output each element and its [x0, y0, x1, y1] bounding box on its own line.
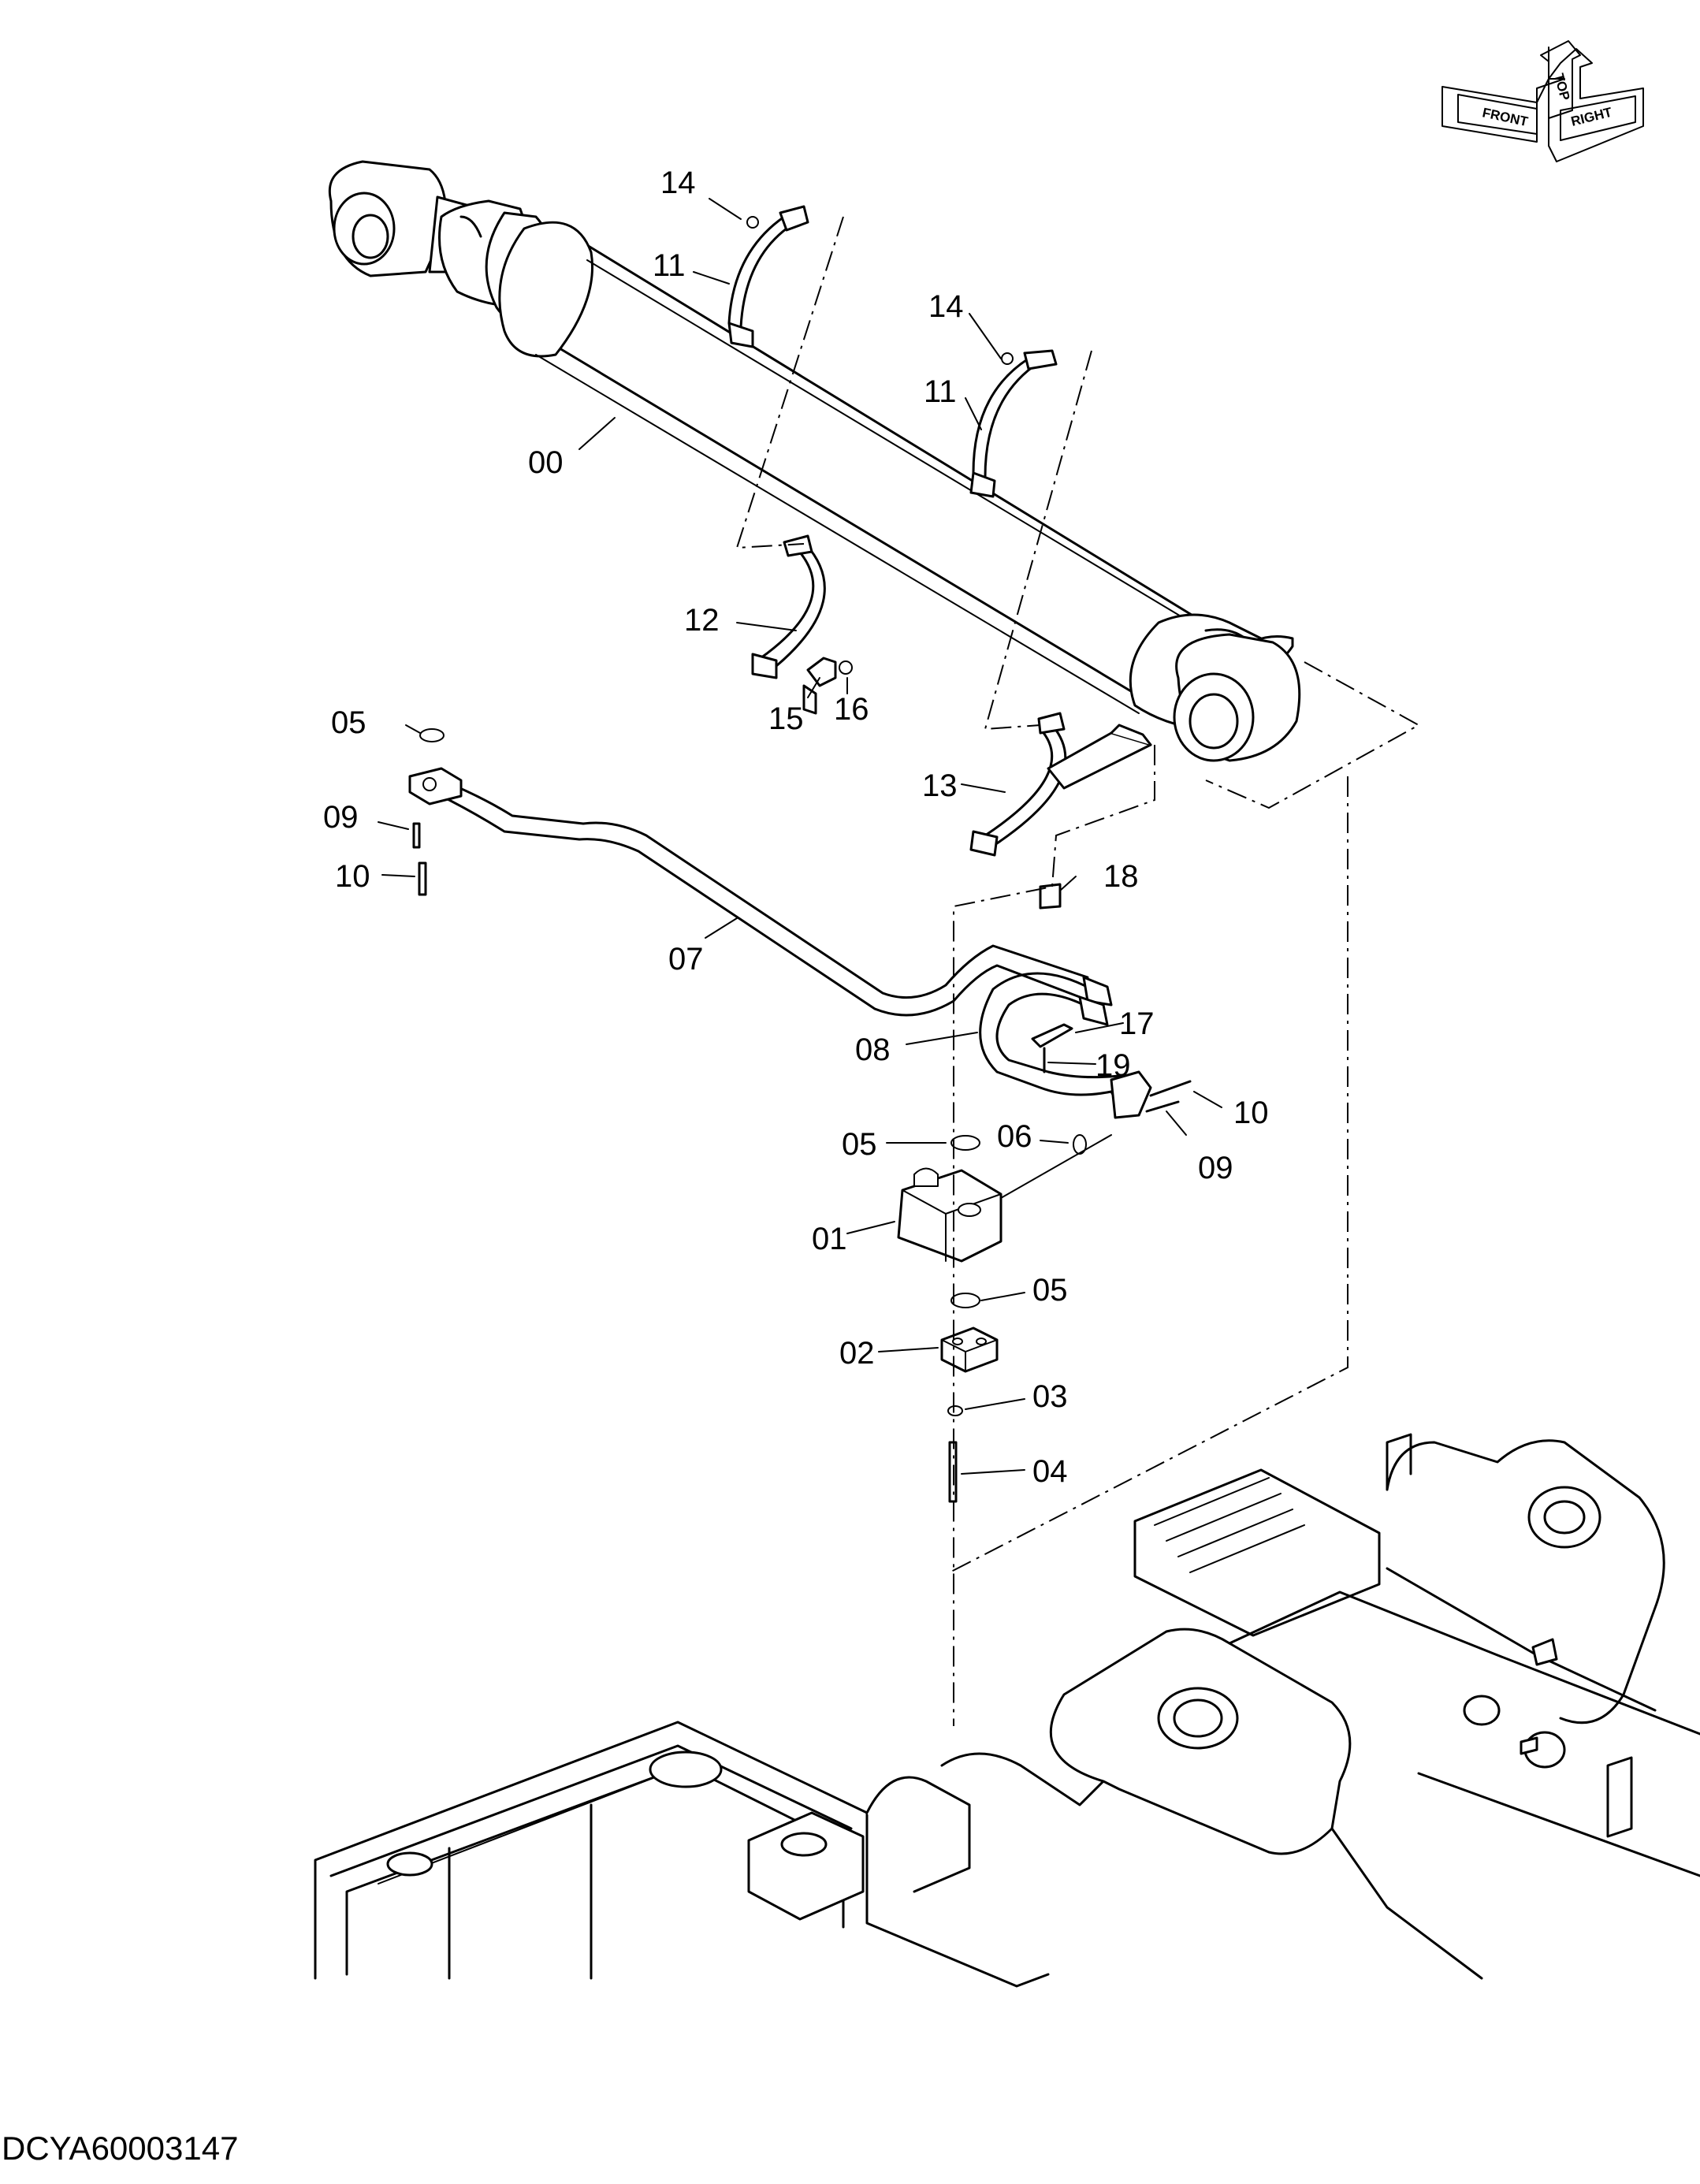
- callout-labels: 14 11 14 11 00 12 15 16 13 05 09 10 18 0…: [323, 166, 1269, 1489]
- document-code: DCYA60003147: [2, 2130, 239, 2167]
- bolt-part-10-right: [1149, 1080, 1192, 1097]
- washer-part-16: [839, 660, 853, 675]
- o-ring-part-05-middle: [950, 1135, 980, 1151]
- callout-05-top: 05: [331, 705, 366, 740]
- callout-06: 06: [997, 1119, 1032, 1154]
- callout-03: 03: [1032, 1379, 1068, 1414]
- callout-19: 19: [1096, 1048, 1131, 1083]
- assembly-guide-lines: [735, 216, 1421, 1726]
- callout-leader-lines: [378, 198, 1222, 1475]
- callout-10-right: 10: [1233, 1096, 1269, 1130]
- clamp-part-12: [751, 534, 826, 679]
- clamp-part-11-upper: [727, 205, 809, 348]
- callout-05-middle: 05: [842, 1127, 877, 1162]
- callout-02: 02: [839, 1336, 875, 1371]
- callout-00: 00: [528, 445, 564, 480]
- callout-18: 18: [1103, 859, 1139, 894]
- pipe-part-08: [979, 972, 1152, 1119]
- o-ring-part-05-bottom: [950, 1293, 980, 1308]
- cylinder-part-00: [328, 160, 1301, 762]
- callout-13: 13: [922, 768, 958, 803]
- washer-part-03: [947, 1405, 963, 1416]
- sleeve-part-18: [1039, 883, 1062, 910]
- callout-07: 07: [668, 942, 704, 977]
- clamp-part-13: [969, 712, 1152, 857]
- callout-10-left: 10: [335, 859, 370, 894]
- callout-14-lower: 14: [928, 289, 964, 324]
- bolt-part-09-right: [1145, 1100, 1180, 1113]
- spacer-plate-part-02: [940, 1326, 999, 1373]
- bracket-part-17: [1031, 1023, 1073, 1048]
- callout-11-lower: 11: [924, 374, 957, 409]
- callout-12: 12: [684, 603, 720, 638]
- callout-04: 04: [1032, 1454, 1068, 1489]
- pipe-part-07: [408, 767, 1089, 1017]
- callout-16: 16: [834, 692, 869, 727]
- o-ring-part-05-top: [419, 728, 445, 742]
- callout-11-upper: 11: [653, 248, 686, 283]
- valve-block-part-01: [897, 1134, 1112, 1263]
- callout-14-upper: 14: [660, 166, 696, 200]
- clamp-part-11-lower: [969, 349, 1058, 498]
- callout-01: 01: [812, 1222, 847, 1256]
- callout-08: 08: [855, 1032, 891, 1067]
- bolt-part-10-left: [418, 861, 427, 896]
- callout-05-bottom: 05: [1032, 1273, 1068, 1308]
- callout-17: 17: [1119, 1006, 1155, 1041]
- bracket-part-15: [802, 657, 837, 715]
- orientation-indicator-icon: FRONT RIGHT TOP: [1441, 40, 1644, 162]
- upper-frame-structure: [314, 1433, 1700, 1988]
- bolt-part-09-left: [412, 822, 421, 849]
- callout-09-right: 09: [1198, 1151, 1233, 1185]
- callout-09-left: 09: [323, 800, 359, 835]
- callout-15: 15: [768, 701, 804, 736]
